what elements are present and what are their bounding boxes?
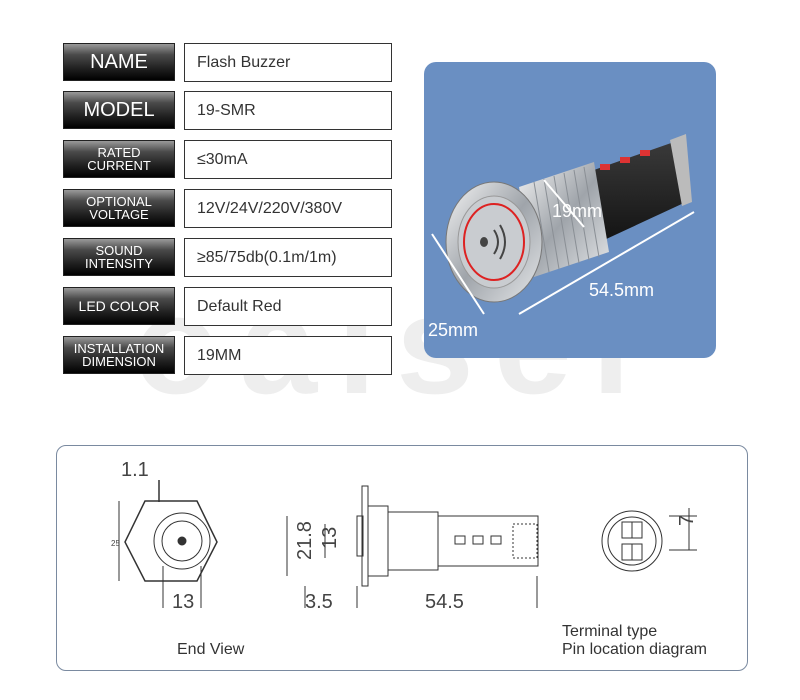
spec-value-installation-dimension: 19MM <box>184 336 392 375</box>
pin-view-caption-line2: Pin location diagram <box>562 641 707 658</box>
spec-value-rated-current: ≤30mA <box>184 140 392 179</box>
pin-view-dim-side: 7 <box>676 515 698 526</box>
spec-value-model: 19-SMR <box>184 91 392 130</box>
product-photo-panel: 19mm 54.5mm 25mm <box>424 62 716 358</box>
side-view-dim-height-outer: 21.8 <box>294 521 316 560</box>
side-view-dim-length: 54.5 <box>425 591 464 613</box>
technical-drawing-panel: 1.1 13 25 End View 21.8 13 3.5 54.5 <box>56 445 748 671</box>
pin-view <box>601 508 697 572</box>
technical-drawing: 1.1 13 25 End View 21.8 13 3.5 54.5 <box>111 459 707 658</box>
pin-view-caption-line1: Terminal type <box>562 623 657 640</box>
side-view <box>286 485 539 608</box>
product-illustration: 19mm 54.5mm 25mm <box>428 134 695 340</box>
side-view-dim-height-inner: 13 <box>319 527 341 549</box>
spec-value-sound-intensity: ≥85/75db(0.1m/1m) <box>184 238 392 277</box>
front-bezel <box>445 181 543 303</box>
spec-label-model: MODEL <box>63 91 175 129</box>
end-view-dim-top: 1.1 <box>121 459 149 481</box>
spec-label-name: NAME <box>63 43 175 81</box>
dim-length-label: 54.5mm <box>589 280 654 300</box>
dim-diameter-label: 19mm <box>552 201 602 221</box>
spec-value-name: Flash Buzzer <box>184 43 392 82</box>
spec-value-led-color: Default Red <box>184 287 392 326</box>
spec-label-led-color: LED COLOR <box>63 287 175 325</box>
end-view <box>118 480 218 608</box>
dimension-arrows <box>431 179 695 315</box>
end-view-caption: End View <box>177 641 245 658</box>
dim-width-label: 25mm <box>428 320 478 340</box>
end-view-dim-side: 25 <box>111 539 120 548</box>
spec-value-optional-voltage: 12V/24V/220V/380V <box>184 189 392 228</box>
end-view-dim-bottom: 13 <box>172 591 194 613</box>
side-view-dim-left: 3.5 <box>305 591 333 613</box>
